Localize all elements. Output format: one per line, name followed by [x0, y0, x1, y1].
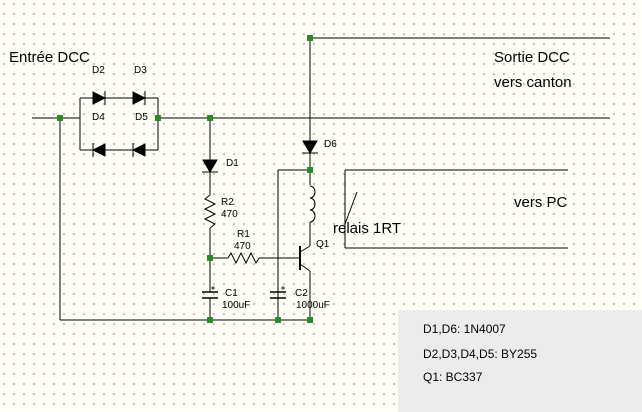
q1-collector	[299, 245, 311, 253]
diode-d1	[202, 159, 218, 173]
q1-emitter	[299, 263, 311, 272]
resistor-r2	[203, 194, 217, 229]
legend-line: D1,D6: 1N4007	[423, 322, 506, 336]
diode-d5	[131, 143, 146, 157]
diode-d6	[302, 140, 318, 154]
legend-line: D2,D3,D4,D5: BY255	[423, 347, 538, 361]
junction-node	[307, 317, 313, 323]
label-c1: C1	[225, 288, 238, 299]
relay-switch-blade	[344, 191, 358, 225]
label-sortie-dcc: Sortie DCC	[494, 49, 570, 66]
label-r1-value: 470	[234, 241, 251, 252]
junction-node	[307, 167, 313, 173]
junction-node	[207, 255, 213, 261]
parts-legend: D1,D6: 1N4007 D2,D3,D4,D5: BY255 Q1: BC3…	[398, 310, 642, 412]
diode-d2	[92, 91, 107, 105]
diode-d3	[132, 91, 147, 105]
label-c1-value: 100uF	[222, 300, 251, 311]
label-r2: R2	[221, 197, 234, 208]
label-vers-pc: vers PC	[514, 194, 568, 211]
legend-line: Q1: BC337	[423, 370, 483, 384]
label-r1: R1	[237, 229, 250, 240]
junction-node	[307, 35, 313, 41]
label-relais: relais 1RT	[333, 220, 402, 237]
label-d1: D1	[226, 158, 239, 169]
label-d2: D2	[92, 65, 105, 76]
junction-node	[275, 317, 281, 323]
label-entree-dcc: Entrée DCC	[9, 49, 90, 66]
label-d5: D5	[135, 112, 148, 123]
label-d4: D4	[92, 112, 105, 123]
diode-d4	[91, 143, 106, 157]
junction-node	[155, 115, 161, 121]
label-r2-value: 470	[221, 209, 238, 220]
junction-node	[207, 317, 213, 323]
junction-node	[57, 115, 63, 121]
label-d3: D3	[134, 65, 147, 76]
resistor-r1	[227, 251, 260, 265]
label-q1: Q1	[316, 239, 330, 250]
junction-node	[207, 115, 213, 121]
label-vers-canton: vers canton	[494, 74, 572, 91]
label-d6: D6	[324, 139, 337, 150]
relay-coil	[309, 185, 316, 223]
label-c2-value: 1000uF	[296, 300, 330, 311]
label-c2: C2	[295, 288, 308, 299]
